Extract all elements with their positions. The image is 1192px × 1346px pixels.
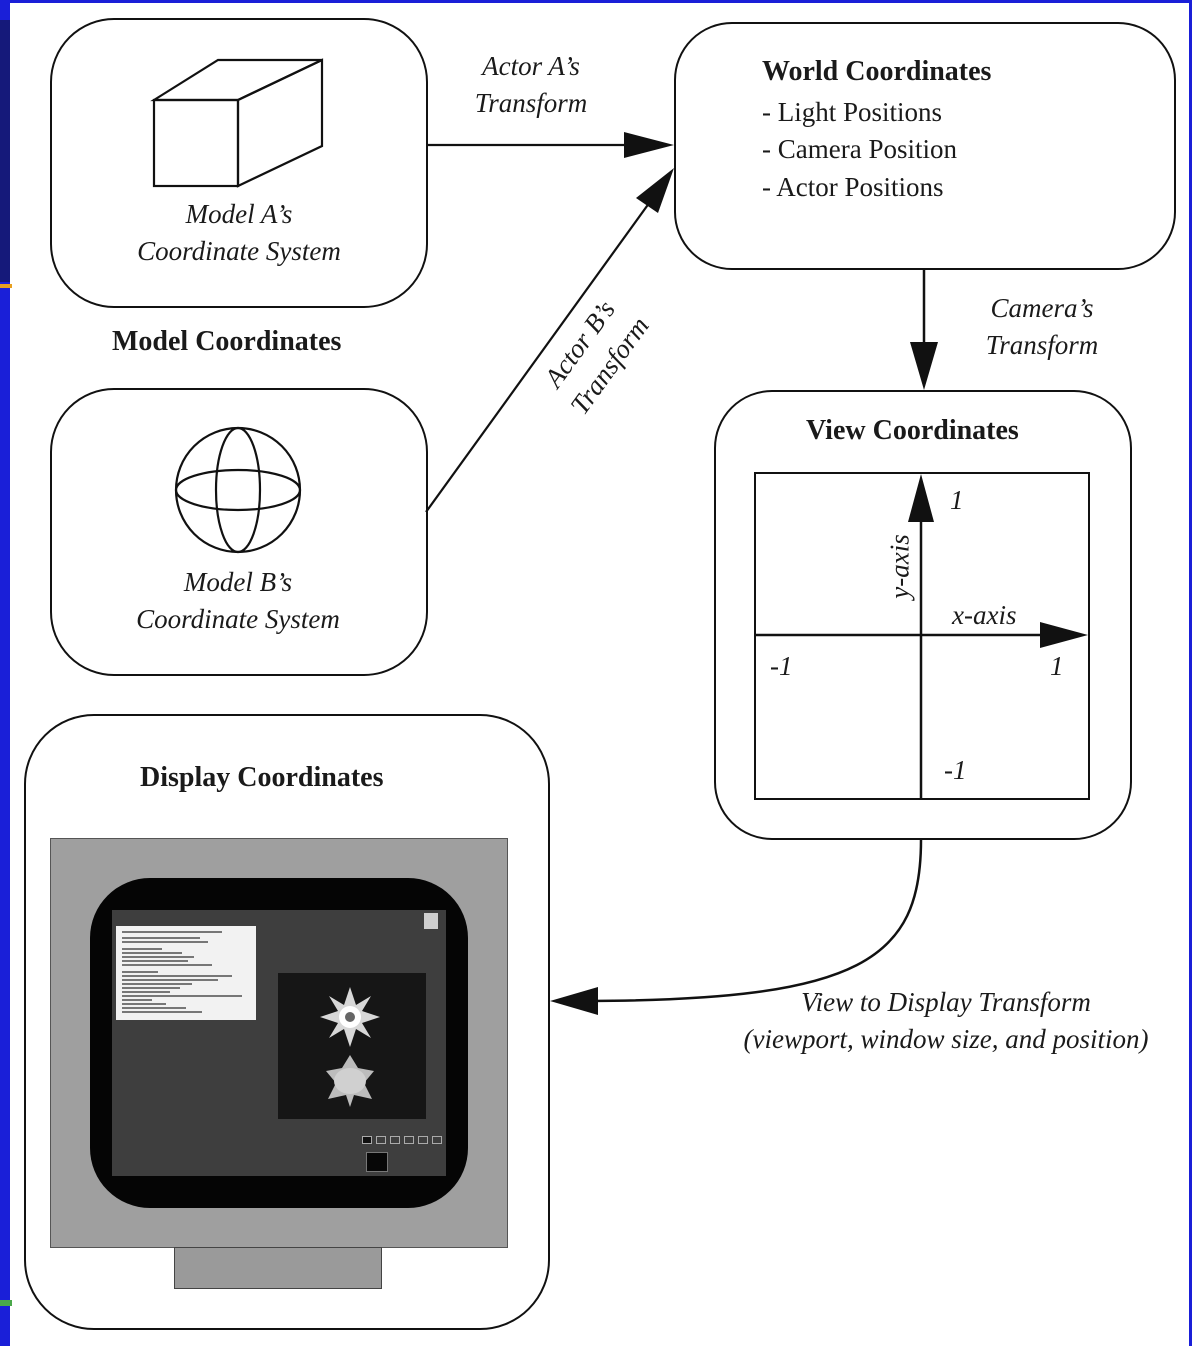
tick-y-top: 1 — [950, 485, 964, 515]
model-coordinates-title: Model Coordinates — [112, 326, 342, 357]
actor-a-transform-line1: Actor A’s — [482, 51, 580, 81]
world-box — [674, 22, 1176, 270]
frame-orange-notch — [0, 284, 12, 288]
tick-x-right: 1 — [1050, 651, 1064, 681]
render-preview-thumbnail — [366, 1152, 388, 1172]
render-window — [278, 973, 426, 1119]
world-coordinates-title: World Coordinates — [762, 56, 992, 87]
view-coordinates-title: View Coordinates — [806, 415, 1019, 446]
model-b-label-line2: Coordinate System — [136, 604, 340, 634]
display-coordinates-title: Display Coordinates — [140, 762, 384, 793]
camera-transform-line1: Camera’s — [990, 293, 1094, 323]
rendered-spiky-objects — [320, 987, 380, 1107]
frame-left-stripe — [0, 0, 10, 1346]
frame-green-notch — [0, 1300, 12, 1306]
model-a-label-line2: Coordinate System — [137, 236, 341, 266]
model-b-label: Model B’s Coordinate System — [108, 564, 368, 638]
y-axis-label: y-axis — [884, 534, 915, 599]
camera-transform-label: Camera’s Transform — [962, 290, 1122, 364]
view-to-display-line1: View to Display Transform — [801, 987, 1091, 1017]
frame-right-stripe — [1189, 0, 1192, 1346]
frame-left-dark-band — [0, 20, 10, 282]
world-item-camera-position: - Camera Position — [762, 134, 957, 164]
camera-transform-line2: Transform — [985, 330, 1099, 360]
frame-top-stripe — [0, 0, 1192, 3]
cube-icon — [150, 58, 324, 188]
view-box — [714, 390, 1132, 840]
view-to-display-arrow — [589, 839, 923, 1003]
view-to-display-label: View to Display Transform (viewport, win… — [708, 984, 1184, 1058]
tick-y-bottom: -1 — [944, 755, 967, 785]
monitor-stand — [174, 1247, 382, 1289]
tick-x-left: -1 — [770, 651, 793, 681]
actor-a-transform-line2: Transform — [474, 88, 588, 118]
x-axis-arrowhead — [1040, 622, 1088, 648]
model-a-label: Model A’s Coordinate System — [110, 196, 368, 270]
model-a-label-line1: Model A’s — [185, 199, 293, 229]
sphere-icon — [174, 426, 302, 554]
terminal-window — [116, 926, 256, 1020]
model-b-box — [50, 388, 428, 676]
view-to-display-line2: (viewport, window size, and position) — [743, 1024, 1149, 1054]
world-item-light-positions: - Light Positions — [762, 97, 943, 127]
desktop-logo-icon — [424, 913, 438, 929]
model-b-label-line1: Model B’s — [183, 567, 293, 597]
actor-a-transform-label: Actor A’s Transform — [448, 48, 614, 122]
x-axis-label: x-axis — [952, 600, 1017, 630]
world-item-actor-positions: - Actor Positions — [762, 172, 944, 202]
y-axis-arrowhead — [908, 474, 934, 522]
actor-b-arrow — [425, 187, 661, 513]
